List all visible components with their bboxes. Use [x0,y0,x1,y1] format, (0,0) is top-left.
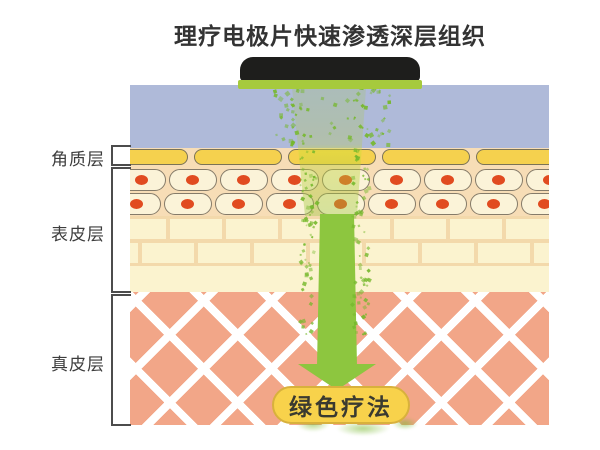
cell-nucleus [186,175,199,185]
cell-nucleus [288,175,301,185]
basal-brick [226,219,278,239]
epidermis-cell [130,193,161,215]
epidermis-cell [169,169,217,191]
epidermis-cell [322,169,370,191]
epidermis-cell [130,169,166,191]
corneum-capsule [194,149,282,165]
label-dermis: 真皮层 [51,355,105,374]
cell-nucleus [538,199,549,209]
basal-brick [310,243,362,263]
electrode-pad [240,57,420,81]
diagram-title: 理疗电极片快速渗透深层组织 [174,23,486,49]
cell-nucleus [436,199,449,209]
corneum-capsule [288,149,376,165]
cell-nucleus [390,175,403,185]
basal-brick [170,219,222,239]
epidermis-cell [368,193,416,215]
epidermis-cell [424,169,472,191]
cell-nucleus [181,199,194,209]
label-stratum-corneum: 角质层 [51,150,105,169]
epidermis-cell [526,169,549,191]
corneum-capsule [476,149,549,165]
basal-brick [198,243,250,263]
epidermis-basal-layer [130,216,549,292]
green-residue [336,421,390,436]
bracket-dermis [111,294,131,426]
skin-surface-layer [130,85,549,148]
cell-nucleus [385,199,398,209]
epidermis-cell [475,169,523,191]
cell-nucleus [130,199,143,209]
epidermis-cell [215,193,263,215]
cell-nucleus [334,199,347,209]
epidermis-cell [271,169,319,191]
cell-nucleus [283,199,296,209]
label-epidermis: 表皮层 [51,225,105,244]
green-therapy-badge: 绿色疗法 [272,386,410,424]
epidermis-cell [220,169,268,191]
bracket-epidermis [111,167,131,293]
cell-nucleus [135,175,148,185]
basal-brick [130,219,166,239]
basal-brick [450,219,502,239]
corneum-capsule [130,149,188,165]
basal-brick [142,243,194,263]
corneum-capsule [382,149,470,165]
basal-brick [130,243,138,263]
cell-nucleus [487,199,500,209]
epidermis-cell [521,193,549,215]
basal-brick [478,243,530,263]
basal-brick [366,243,418,263]
cell-nucleus [543,175,549,185]
epidermis-cell-layer [130,168,549,216]
electrode-gel-strip [238,80,422,89]
cell-nucleus [232,199,245,209]
basal-brick [282,219,334,239]
badge-label: 绿色疗法 [289,394,393,420]
stratum-corneum-layer [130,148,549,168]
basal-brick [422,243,474,263]
epidermis-cell [373,169,421,191]
basal-brick [338,219,390,239]
epidermis-cell [266,193,314,215]
epidermis-cell [470,193,518,215]
epidermis-cell [317,193,365,215]
cell-nucleus [237,175,250,185]
cell-nucleus [339,175,352,185]
cell-nucleus [441,175,454,185]
epidermis-cell [419,193,467,215]
cell-nucleus [492,175,505,185]
basal-brick [506,219,549,239]
bracket-stratum-corneum [111,145,131,166]
basal-brick [254,243,306,263]
basal-brick [534,243,549,263]
epidermis-cell [164,193,212,215]
basal-brick [394,219,446,239]
skin-cross-section [130,85,549,425]
